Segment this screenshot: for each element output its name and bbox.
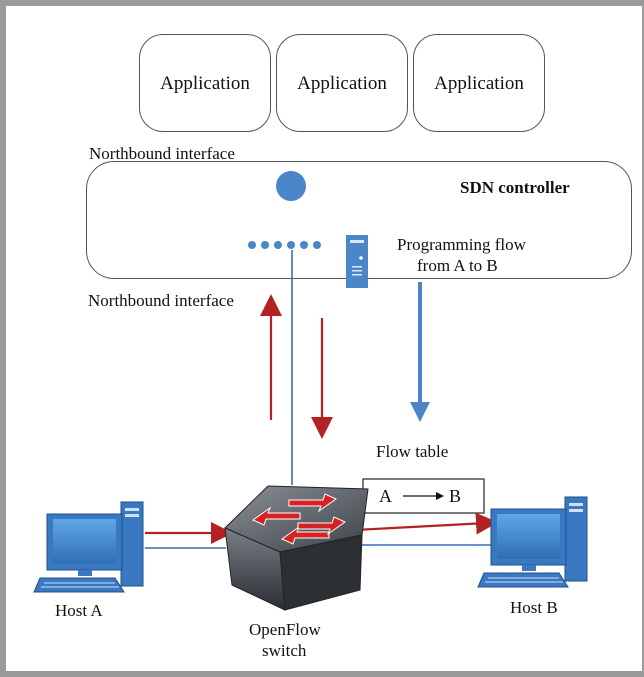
application-label: Application xyxy=(297,73,387,94)
application-box: Application xyxy=(139,34,271,132)
programming-flow-arrow xyxy=(410,282,430,422)
flow-table-to: B xyxy=(449,486,462,506)
host-b-computer-icon xyxy=(477,496,588,588)
programming-flow-label: Programming flow xyxy=(397,235,526,254)
flow-table-label: Flow table xyxy=(376,442,449,461)
northbound-interface-top-label: Northbound interface xyxy=(89,144,235,163)
controller-node-icon xyxy=(276,171,306,201)
application-label: Application xyxy=(160,73,250,94)
host-a-label: Host A xyxy=(55,601,103,620)
application-box: Application xyxy=(276,34,408,132)
server-icon xyxy=(346,235,368,288)
switch-label-line2: switch xyxy=(262,641,307,660)
openflow-switch-icon xyxy=(224,485,369,611)
controller-ports-icon xyxy=(248,241,321,249)
host-b-red-link xyxy=(354,512,498,535)
host-b-label: Host B xyxy=(510,598,558,617)
flow-table-from: A xyxy=(379,486,392,506)
host-a-computer-icon xyxy=(33,501,144,593)
application-label: Application xyxy=(434,73,524,94)
switch-label: OpenFlow xyxy=(249,620,321,639)
sdn-controller-label: SDN controller xyxy=(460,178,570,197)
northbound-interface-label: Northbound interface xyxy=(88,291,234,310)
programming-flow-label-line2: from A to B xyxy=(417,256,498,275)
application-box: Application xyxy=(413,34,545,132)
flow-table-box xyxy=(362,478,485,514)
